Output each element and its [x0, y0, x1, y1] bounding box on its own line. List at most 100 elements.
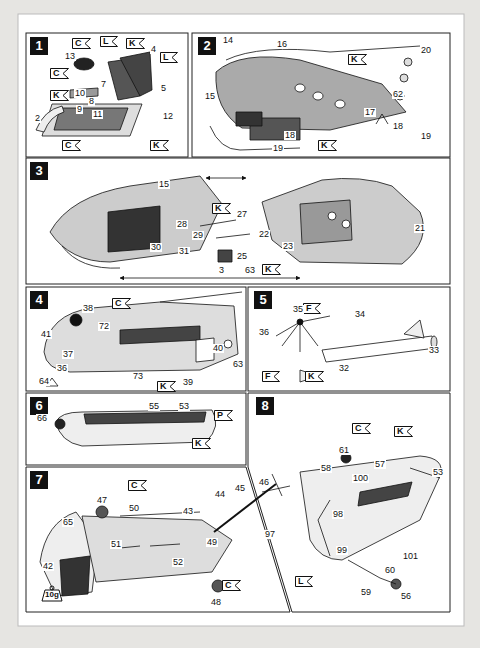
node-text: K [126, 38, 145, 49]
callout-number: 7 [100, 80, 107, 89]
callout-number: 66 [36, 414, 48, 423]
callout-number: 60 [384, 566, 396, 575]
flag-outline [319, 141, 337, 151]
drawing-stroke [224, 340, 232, 348]
flag-outline [349, 55, 367, 65]
color-code-flag: P [214, 410, 232, 421]
drawing-stroke [120, 326, 200, 344]
node-text: K [192, 438, 211, 449]
step-number: 8 [256, 397, 274, 415]
callout-number: 53 [178, 402, 190, 411]
node-text: 3 [30, 162, 48, 180]
color-code-flag: K [150, 140, 169, 151]
node-text: L [295, 576, 313, 587]
drawing-stroke [54, 108, 128, 130]
flag-outline [306, 372, 324, 382]
drawing-stroke [60, 556, 90, 596]
drawing-stroke [297, 319, 303, 325]
callout-number: 15 [204, 92, 216, 101]
drawing-stroke [248, 287, 450, 391]
drawing-stroke [226, 46, 420, 60]
callout-number: 29 [192, 231, 204, 240]
weight-symbol: 10g [42, 586, 62, 601]
callout-number: 72 [98, 322, 110, 331]
drawing-stroke [404, 320, 424, 338]
callout-number: 11 [92, 110, 103, 119]
callout-number: 100 [352, 474, 369, 483]
drawing-stroke [248, 393, 450, 612]
node-text: K [348, 54, 367, 65]
node-text: K [50, 90, 69, 101]
color-code-flag: F [262, 371, 280, 382]
callout-number: 36 [56, 364, 68, 373]
drawing-stroke [26, 467, 290, 612]
color-code-flag: C [222, 580, 241, 591]
callout-number: 99 [336, 546, 348, 555]
node-text: K [394, 426, 413, 437]
flag-outline [215, 411, 233, 421]
callout-number: 57 [374, 460, 386, 469]
callout-number: 34 [354, 310, 366, 319]
flag-outline [129, 481, 147, 491]
callout-number: 51 [110, 540, 122, 549]
flag-outline [73, 39, 91, 49]
callout-number: 18 [284, 131, 296, 140]
sheet [18, 14, 464, 626]
callout-number: 30 [150, 243, 162, 252]
callout-number: 59 [360, 588, 372, 597]
drawing-stroke [50, 176, 222, 262]
callout-number: 12 [162, 112, 174, 121]
flag-outline [213, 204, 231, 214]
callout-number: 10 [74, 89, 86, 98]
callout-number: 63 [232, 360, 244, 369]
flag-outline [160, 52, 178, 63]
callout-number: 98 [332, 510, 344, 519]
flag-outline [304, 304, 321, 314]
node-text: K [305, 371, 324, 382]
drawing-stroke [328, 212, 336, 220]
flag-outline [193, 439, 211, 449]
drawing-stroke [192, 33, 450, 157]
color-code-flag: K [157, 381, 176, 392]
drawing-stroke [300, 200, 352, 244]
callout-number: 73 [132, 372, 144, 381]
step-number: 2 [198, 37, 216, 55]
panel-frames [26, 33, 450, 612]
callout-number: 62 [392, 90, 404, 99]
step-number: 1 [30, 37, 48, 55]
node-text: 2 [198, 37, 216, 55]
callout-number: 8 [88, 97, 95, 106]
drawing-stroke [218, 250, 232, 262]
step-number: 4 [30, 291, 48, 309]
drawing-stroke [318, 500, 396, 584]
color-code-flag: K [50, 90, 69, 101]
callout-number: 43 [182, 507, 194, 516]
callout-number: 46 [258, 478, 270, 487]
callout-number: 33 [428, 346, 440, 355]
callout-number: 52 [172, 558, 184, 567]
color-code-flag: C [352, 423, 371, 434]
drawing-stroke [96, 506, 108, 518]
drawing-stroke [400, 74, 408, 82]
flag-outline [51, 91, 69, 101]
callout-number: 13 [64, 52, 76, 61]
drawing-stroke [44, 302, 238, 372]
callout-number: 5 [160, 84, 167, 93]
node-text: 7 [30, 471, 48, 489]
node-text: L [100, 36, 118, 47]
callout-number: 48 [210, 598, 222, 607]
callout-number: 36 [258, 328, 270, 337]
callout-number: 23 [282, 242, 294, 251]
flag-outline [262, 371, 280, 382]
color-code-flag: C [62, 140, 81, 151]
panel6-parts [55, 410, 216, 446]
drawing-stroke [313, 92, 323, 100]
flag-outline [295, 576, 313, 587]
flag-outline [100, 36, 118, 47]
drawing-stroke [335, 100, 345, 108]
panel1-parts [36, 52, 152, 136]
flag-outline [263, 372, 280, 382]
node-text: C [72, 38, 91, 49]
node-text: 10g [42, 586, 62, 601]
